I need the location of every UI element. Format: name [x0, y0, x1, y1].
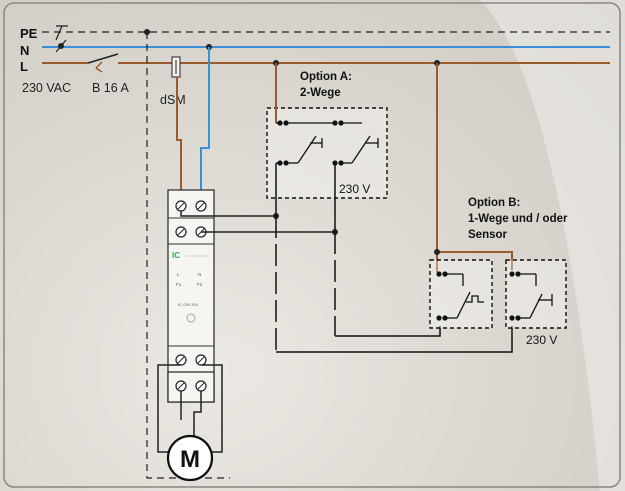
rail-label-n: N: [20, 43, 29, 58]
pe-ground-symbol: [55, 25, 68, 41]
input-line-1: [180, 211, 276, 217]
outer-frame: [3, 2, 621, 488]
motor-wire-right: [201, 364, 223, 453]
option-b-sensor-switch: [436, 271, 484, 321]
device-status-led: [186, 313, 196, 323]
terminal-row-top: [175, 200, 207, 212]
device-n-wire: [200, 47, 210, 196]
device-model: IC GW-300: [178, 302, 199, 307]
device-term-f2: F2: [197, 282, 203, 287]
actuator-device: [167, 189, 215, 403]
motor-symbol: [166, 434, 214, 482]
device-l-wire: [176, 77, 182, 196]
breaker-switch: [87, 53, 119, 64]
n-terminal-dot: [58, 43, 64, 49]
option-b-feed: [436, 63, 513, 270]
option-a-subtitle: 2-Wege: [300, 87, 341, 99]
background-highlight: [480, 0, 625, 491]
option-a-voltage: 230 V: [339, 182, 370, 196]
option-b-switch-box: [505, 259, 567, 329]
option-b-voltage: 230 V: [526, 333, 557, 347]
device-term-f1: F1: [176, 282, 182, 287]
breaker-arrow: [95, 61, 103, 73]
device-term-n: N: [198, 272, 201, 277]
terminal-row-outputs: [175, 354, 207, 366]
breaker-rating: B 16 A: [92, 81, 129, 95]
option-b-line1: 1-Wege und / oder: [468, 213, 568, 225]
dsm-label: dSM: [160, 93, 186, 107]
option-b-return-2: [335, 326, 441, 337]
option-a-title: Option A:: [300, 71, 352, 83]
option-b-return-1: [276, 326, 513, 353]
motor-label: M: [180, 446, 200, 473]
motor-wire-left: [157, 364, 181, 453]
supply-voltage: 230 VAC: [22, 81, 71, 95]
device-brand: IC: [172, 251, 180, 260]
option-b-push-switch: [509, 271, 553, 321]
device-term-l: L: [177, 272, 180, 277]
rail-label-pe: PE: [20, 26, 38, 41]
option-b-line2: Sensor: [468, 229, 508, 241]
option-a-switch-2: [332, 120, 379, 166]
option-b-title: Option B:: [468, 197, 520, 209]
terminal-row-motor: [175, 380, 207, 392]
rail-label-l: L: [20, 59, 28, 74]
din-frame: [146, 32, 230, 479]
motor-terminal-block: [167, 371, 215, 403]
